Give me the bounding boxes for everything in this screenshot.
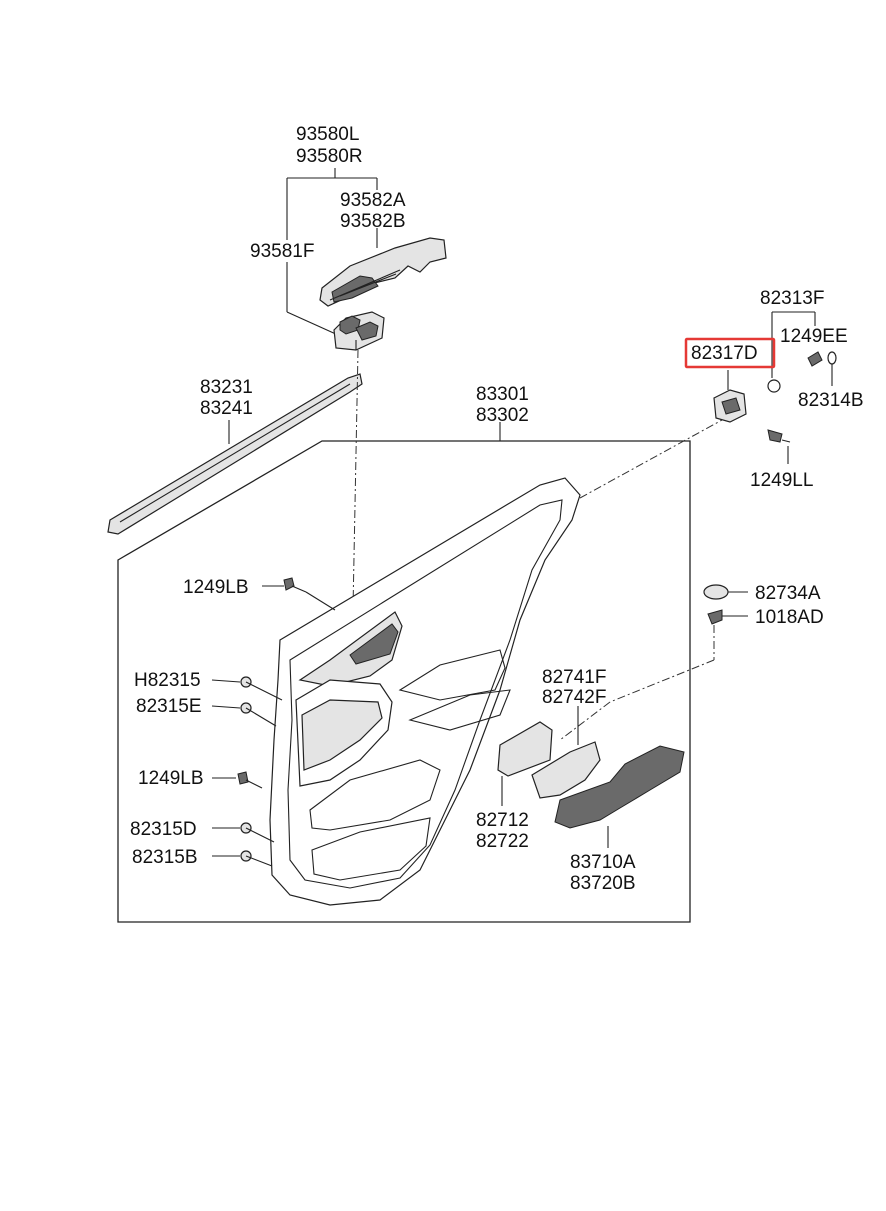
label-83301: 83301 — [476, 384, 529, 405]
label-82314B: 82314B — [798, 390, 864, 411]
grip-82741F — [531, 706, 601, 799]
label-1249LB-top: 1249LB — [183, 577, 249, 598]
label-93582A: 93582A — [340, 190, 406, 211]
label-82741F: 82741F — [542, 667, 606, 688]
label-1249EE: 1249EE — [780, 326, 848, 347]
highlight-box-82317D — [684, 337, 776, 369]
label-83302: 83302 — [476, 405, 529, 426]
label-93580L: 93580L — [296, 124, 359, 145]
label-83720B: 83720B — [570, 873, 636, 894]
bracket-93580 — [286, 168, 378, 336]
label-82317D: 82317D — [691, 343, 758, 364]
clips-82315 — [240, 676, 283, 867]
label-83710A: 83710A — [570, 852, 636, 873]
leader-lines — [211, 422, 501, 857]
part-labels: 93580L 93580R 93582A 93582B 93581F 82313… — [130, 124, 864, 894]
label-83231: 83231 — [200, 377, 253, 398]
label-82313F: 82313F — [760, 288, 824, 309]
label-93581F: 93581F — [250, 241, 314, 262]
screw-1249EE — [807, 351, 823, 367]
label-82734A: 82734A — [755, 583, 821, 604]
clip-1018AD — [707, 609, 748, 625]
label-93580R: 93580R — [296, 146, 363, 167]
door-trim-panel — [269, 477, 581, 906]
assembly-frame — [117, 440, 691, 923]
label-H82315: H82315 — [134, 670, 201, 691]
washer-82314B — [827, 351, 837, 386]
window-switch-93581F — [333, 311, 385, 351]
bracket-82712 — [497, 721, 553, 806]
label-83241: 83241 — [200, 398, 253, 419]
label-82315B: 82315B — [132, 847, 198, 868]
label-82712: 82712 — [476, 810, 529, 831]
pull-cup-82317D — [713, 370, 747, 423]
label-1249LB-mid: 1249LB — [138, 768, 204, 789]
label-82315E: 82315E — [136, 696, 202, 717]
label-1018AD: 1018AD — [755, 607, 824, 628]
label-82742F: 82742F — [542, 687, 606, 708]
armrest-83710A — [554, 745, 685, 848]
screw-1249LL — [767, 429, 791, 464]
label-93582B: 93582B — [340, 211, 406, 232]
label-1249LL: 1249LL — [750, 470, 813, 491]
label-82315D: 82315D — [130, 819, 197, 840]
screws-1249LB — [237, 577, 336, 789]
cap-82734A — [703, 584, 748, 600]
weatherstrip-83231 — [107, 373, 363, 535]
label-82722: 82722 — [476, 831, 529, 852]
switch-cover-93582 — [319, 237, 447, 307]
